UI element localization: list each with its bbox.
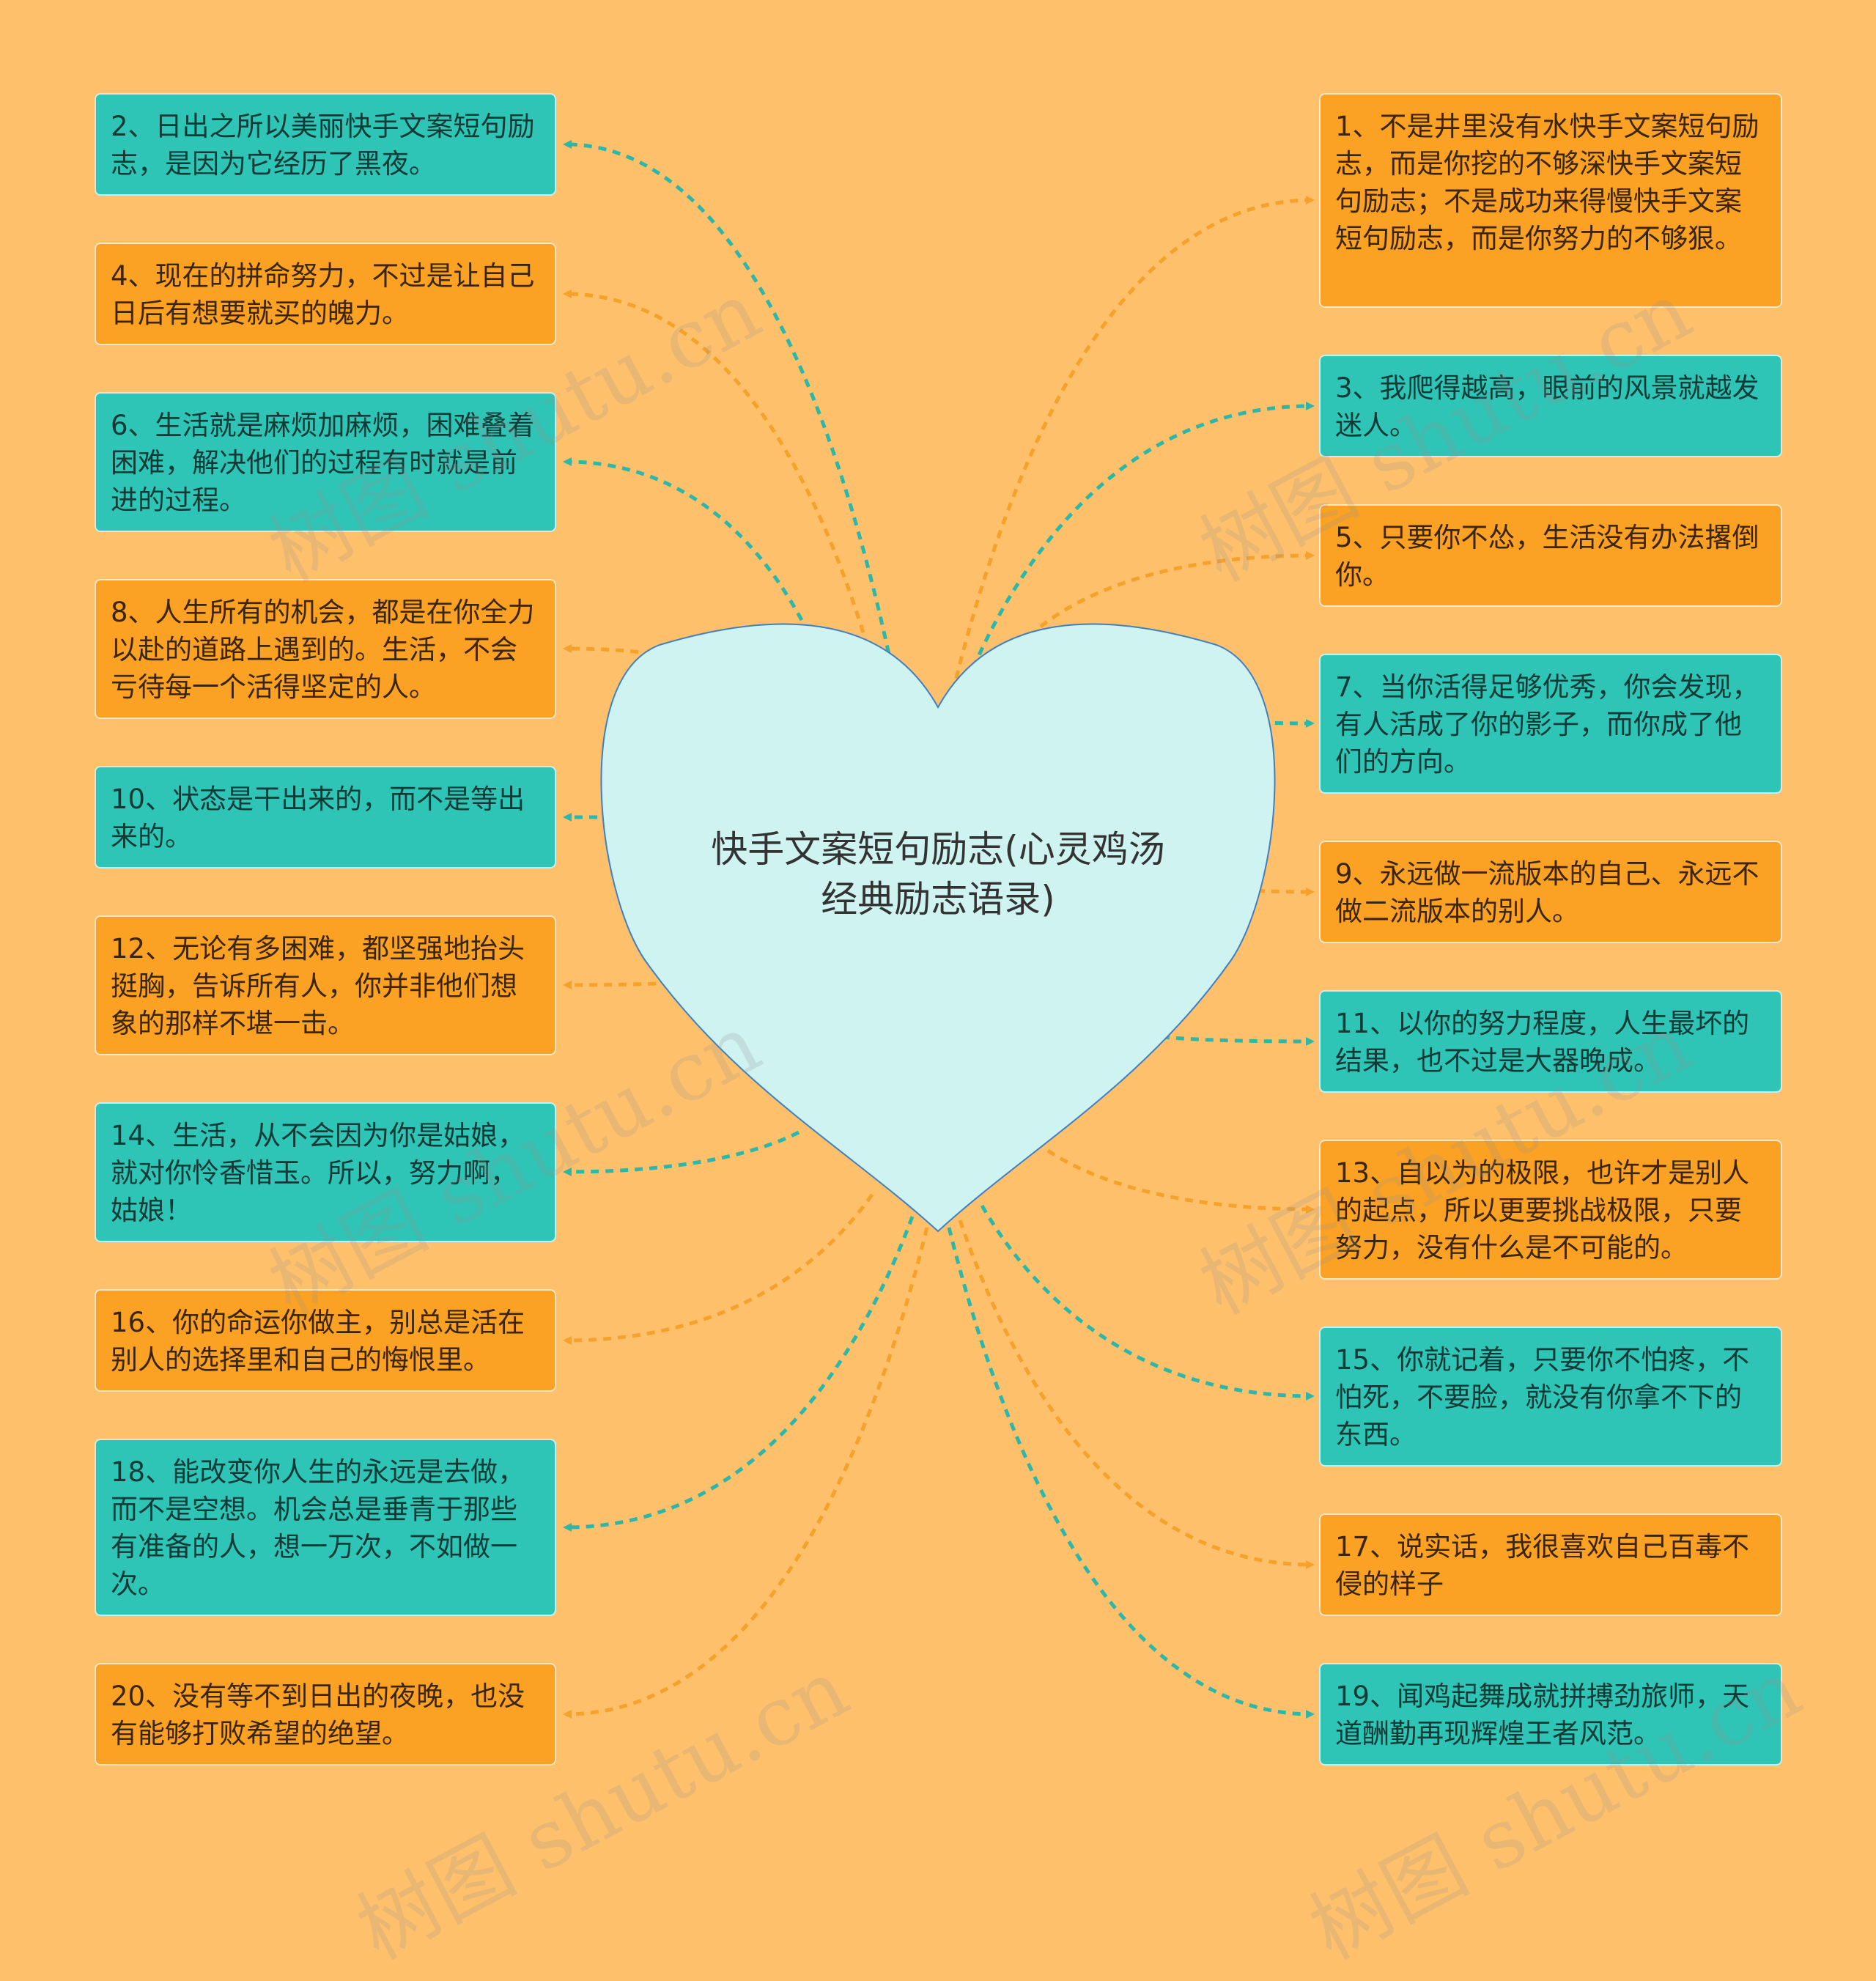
- connector-left: [563, 1193, 874, 1345]
- connector-layer: [563, 140, 1315, 1719]
- node-6[interactable]: 6、生活就是麻烦加麻烦，困难叠着困难，解决他们的过程有时就是前进的过程。: [95, 392, 556, 532]
- node-7[interactable]: 7、当你活得足够优秀，你会发现，有人活成了你的影子，而你成了他们的方向。: [1319, 654, 1782, 794]
- central-heart-shape: [600, 623, 1276, 1233]
- node-13[interactable]: 13、自以为的极限，也许才是别人的起点，所以更要挑战极限，只要努力，没有什么是不…: [1319, 1140, 1782, 1280]
- node-2[interactable]: 2、日出之所以美丽快手文案短句励志，是因为它经历了黑夜。: [95, 93, 556, 196]
- connector-right: [965, 402, 1315, 682]
- connector-right: [1161, 1035, 1315, 1046]
- node-4[interactable]: 4、现在的拼命努力，不过是让自己日后有想要就买的魄力。: [95, 243, 556, 345]
- node-18[interactable]: 18、能改变你人生的永远是去做，而不是空想。机会总是垂青于那些有准备的人，想一万…: [95, 1439, 556, 1616]
- central-topic-title: 快手文案短句励志(心灵鸡汤经典励志语录): [711, 828, 1165, 921]
- connector-right: [950, 196, 1315, 693]
- node-10[interactable]: 10、状态是干出来的，而不是等出来的。: [95, 766, 556, 868]
- connector-left: [563, 1130, 800, 1176]
- node-20[interactable]: 20、没有等不到日出的夜晚，也没有能够打败希望的绝望。: [95, 1663, 556, 1766]
- node-9[interactable]: 9、永远做一流版本的自己、永远不做二流版本的别人。: [1319, 841, 1782, 943]
- connector-left: [563, 1216, 915, 1532]
- node-16[interactable]: 16、你的命运你做主，别总是活在别人的选择里和自己的悔恨里。: [95, 1289, 556, 1392]
- node-11[interactable]: 11、以你的努力程度，人生最坏的结果，也不过是大器晚成。: [1319, 990, 1782, 1093]
- node-5[interactable]: 5、只要你不怂，生活没有办法撂倒你。: [1319, 504, 1782, 607]
- node-8[interactable]: 8、人生所有的机会，都是在你全力以赴的道路上遇到的。生活，不会亏待每一个活得坚定…: [95, 579, 556, 719]
- node-15[interactable]: 15、你就记着，只要你不怕疼，不怕死，不要脸，就没有你拿不下的东西。: [1319, 1327, 1782, 1467]
- node-17[interactable]: 17、说实话，我很喜欢自己百毒不侵的样子: [1319, 1513, 1782, 1616]
- node-3[interactable]: 3、我爬得越高，眼前的风景就越发迷人。: [1319, 355, 1782, 457]
- node-1[interactable]: 1、不是井里没有水快手文案短句励志，而是你挖的不够深快手文案短句励志；不是成功来…: [1319, 93, 1782, 308]
- connector-left: [563, 140, 900, 697]
- connector-right: [1046, 1148, 1315, 1214]
- connector-right: [980, 1204, 1315, 1401]
- node-12[interactable]: 12、无论有多困难，都坚强地抬头挺胸，告诉所有人，你并非他们想象的那样不堪一击。: [95, 915, 556, 1055]
- node-14[interactable]: 14、生活，从不会因为你是姑娘，就对你怜香惜玉。所以，努力啊，姑娘！: [95, 1102, 556, 1242]
- connector-right: [947, 1227, 1315, 1719]
- node-19[interactable]: 19、闻鸡起舞成就拼搏劲旅师，天道酬勤再现辉煌王者风范。: [1319, 1663, 1782, 1766]
- connector-right: [1039, 551, 1315, 628]
- connector-right: [958, 1220, 1315, 1569]
- mindmap-canvas: 快手文案短句励志(心灵鸡汤经典励志语录) 2、日出之所以美丽快手文案短句励志，是…: [95, 93, 1815, 1977]
- connector-right: [1256, 887, 1315, 896]
